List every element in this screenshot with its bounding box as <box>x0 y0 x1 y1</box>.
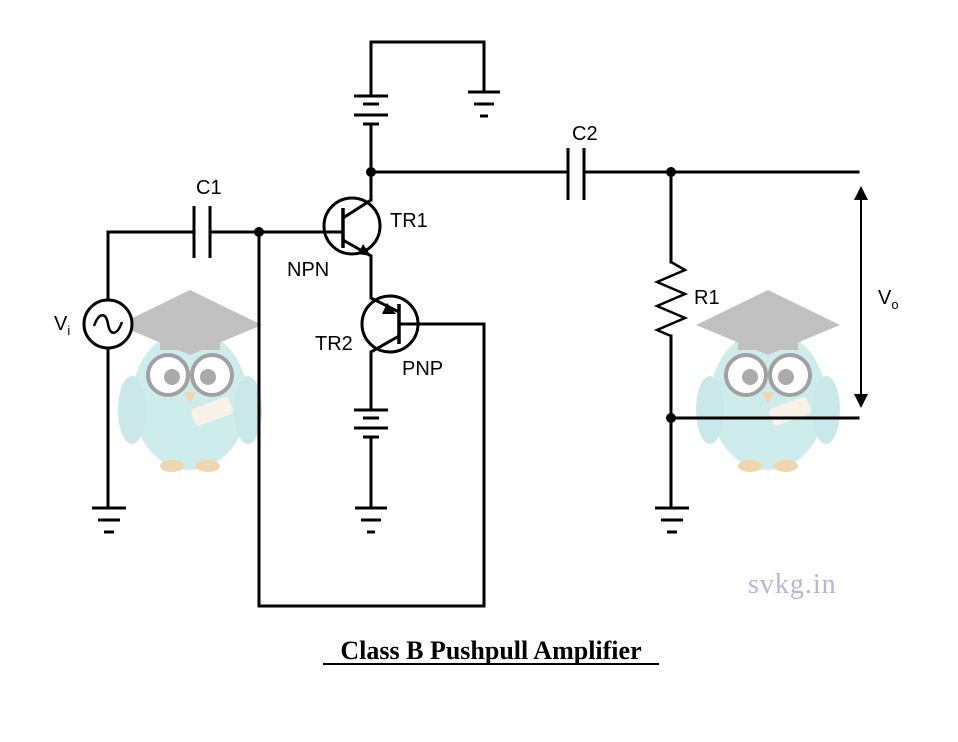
vo-arrow <box>854 186 868 408</box>
battery-icon <box>354 408 388 439</box>
vo-label: Vo <box>878 287 899 312</box>
capacitor-icon <box>566 148 586 200</box>
tr1-label: TR1 <box>390 210 428 232</box>
c2-label: C2 <box>572 123 598 145</box>
resistor-icon <box>653 260 689 338</box>
npn-transistor-icon <box>322 196 382 258</box>
watermark-text: svkg.in <box>748 569 837 600</box>
supply-top <box>354 40 500 174</box>
owl-logo-icon <box>696 290 840 472</box>
r1-label: R1 <box>694 287 720 309</box>
battery-icon <box>354 94 388 126</box>
ground-icon <box>92 506 126 534</box>
npn-label: NPN <box>287 259 329 281</box>
vi-label: Vi <box>54 313 70 338</box>
pnp-label: PNP <box>402 358 443 380</box>
tr2-label: TR2 <box>315 333 353 355</box>
pnp-transistor-icon <box>360 294 420 354</box>
ground-icon <box>355 506 387 534</box>
ground-icon <box>468 90 500 118</box>
owl-logo-icon <box>118 290 262 472</box>
ground-icon <box>655 506 689 534</box>
capacitor-icon <box>192 206 212 258</box>
ac-source-icon <box>82 298 134 350</box>
diagram-title: Class B Pushpull Amplifier <box>340 636 641 665</box>
c1-label: C1 <box>196 177 222 199</box>
